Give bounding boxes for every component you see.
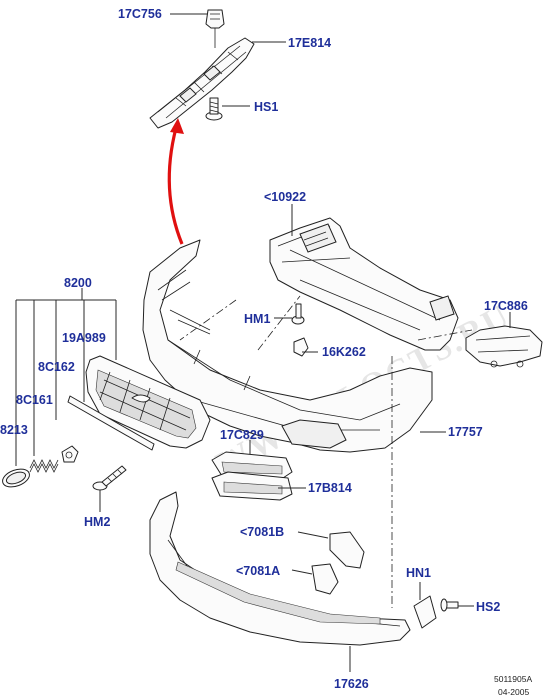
label-8213[interactable]: 8213 (0, 423, 28, 437)
lower-spoiler-part[interactable] (149, 491, 411, 646)
fog-lamp-bezel-lower-part[interactable] (211, 471, 293, 501)
spring-part[interactable] (29, 459, 59, 473)
label-17626[interactable]: 17626 (334, 677, 369, 691)
assembly-arrow (167, 118, 184, 245)
label-17e814[interactable]: 17E814 (288, 36, 331, 50)
cover-7081b-part[interactable] (329, 531, 365, 569)
screw-hs2-part[interactable] (440, 598, 459, 612)
label-8c162[interactable]: 8C162 (38, 360, 75, 374)
clip-16k262-part[interactable] (293, 337, 309, 357)
bracket-17c886-part[interactable] (465, 325, 543, 368)
label-17c829[interactable]: 17C829 (220, 428, 264, 442)
label-17c756[interactable]: 17C756 (118, 7, 162, 21)
label-16k262[interactable]: 16K262 (322, 345, 366, 359)
screw-hs1-part[interactable] (205, 97, 223, 121)
label-hm2[interactable]: HM2 (84, 515, 110, 529)
clip-8c162-part[interactable] (61, 445, 79, 463)
label-hs2[interactable]: HS2 (476, 600, 500, 614)
label-8200[interactable]: 8200 (64, 276, 92, 290)
label-17c886[interactable]: 17C886 (484, 299, 528, 313)
label-7081a[interactable]: <7081A (236, 564, 280, 578)
label-8c161[interactable]: 8C161 (16, 393, 53, 407)
nut-hn1-part[interactable] (413, 595, 437, 629)
clip-17c756-part[interactable] (205, 9, 225, 48)
diagram-date: 04-2005 (498, 687, 529, 697)
bumper-reinforcement-part[interactable] (269, 217, 459, 351)
leader-lines (15, 13, 511, 672)
diagram-id: 5011905A (494, 674, 532, 684)
radiator-grille-part[interactable] (85, 355, 211, 449)
screw-hm1-part[interactable] (291, 303, 305, 325)
emblem-part[interactable] (0, 466, 32, 491)
grille-strip-part[interactable] (67, 395, 155, 451)
bumper-bracket-part[interactable] (149, 37, 255, 129)
label-hm1[interactable]: HM1 (244, 312, 270, 326)
label-10922[interactable]: <10922 (264, 190, 306, 204)
screw-hm2-part[interactable] (92, 465, 127, 491)
label-17757[interactable]: 17757 (448, 425, 483, 439)
cover-7081a-part[interactable] (311, 563, 339, 595)
label-17b814[interactable]: 17B814 (308, 481, 352, 495)
label-hn1[interactable]: HN1 (406, 566, 431, 580)
label-19a989[interactable]: 19A989 (62, 331, 106, 345)
label-hs1[interactable]: HS1 (254, 100, 278, 114)
label-7081b[interactable]: <7081B (240, 525, 284, 539)
